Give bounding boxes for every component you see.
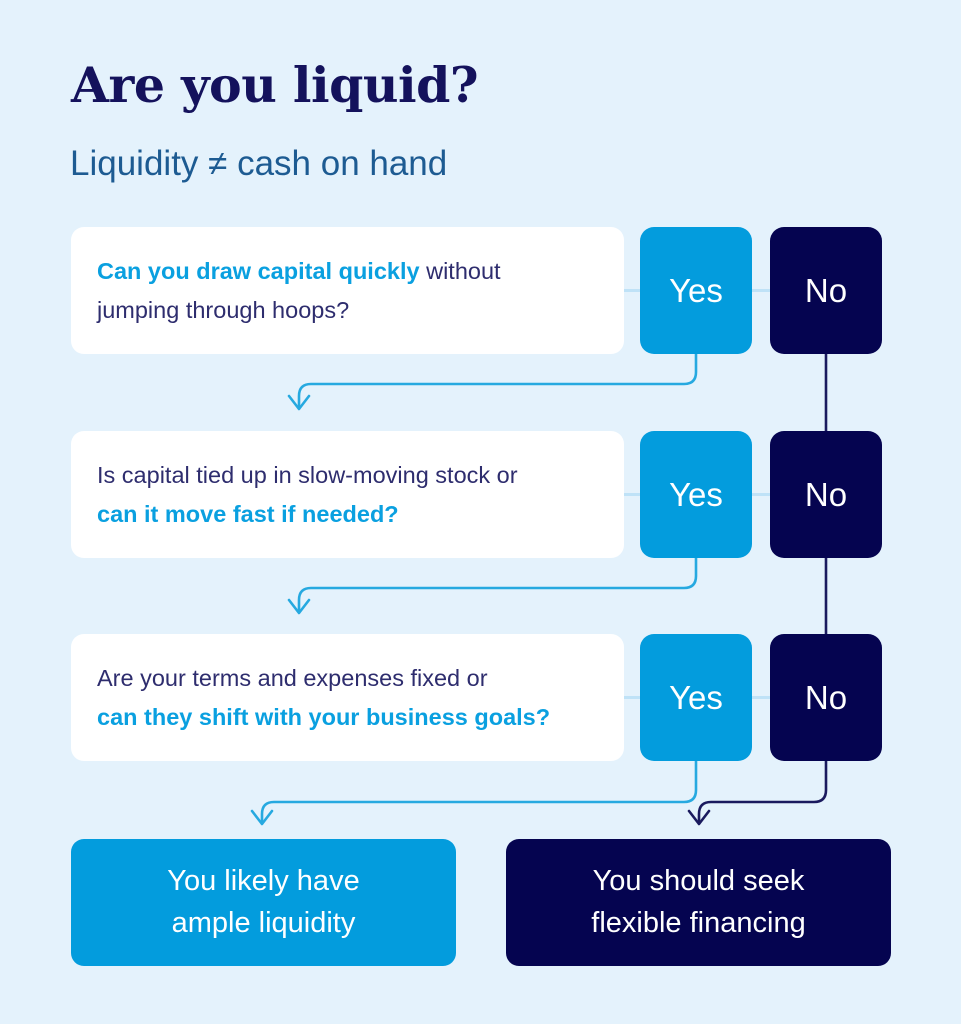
answer-yes-2-label: Yes: [669, 475, 723, 513]
outcome-ample-liquidity[interactable]: You likely have ample liquidity: [71, 839, 456, 966]
answer-no-1-label: No: [804, 271, 848, 309]
outcome-flexible-financing-line2: flexible financing: [591, 906, 806, 939]
outcome-flexible-financing[interactable]: You should seek flexible financing: [506, 839, 891, 966]
flow-row-1: Can you draw capital quickly without jum…: [0, 227, 961, 354]
question-text-1: Can you draw capital quickly without jum…: [97, 252, 501, 330]
connector-yes-row3: [250, 759, 698, 826]
question-text-3: Are your terms and expenses fixed or can…: [97, 659, 550, 737]
answer-yes-2[interactable]: Yes: [640, 431, 752, 558]
question-card-2: Is capital tied up in slow-moving stock …: [71, 431, 624, 558]
flow-row-3: Are your terms and expenses fixed or can…: [0, 634, 961, 761]
outcome-flexible-financing-line1: You should seek: [592, 865, 805, 898]
answer-no-1[interactable]: No: [770, 227, 882, 354]
outcome-ample-liquidity-line2: ample liquidity: [171, 906, 356, 939]
answer-no-2-label: No: [804, 475, 848, 513]
flow-row-2: Is capital tied up in slow-moving stock …: [0, 431, 961, 558]
question-card-1: Can you draw capital quickly without jum…: [71, 227, 624, 354]
question-card-3: Are your terms and expenses fixed or can…: [71, 634, 624, 761]
question-2-line2-highlight: can it move fast if needed?: [97, 500, 399, 527]
page-subtitle: Liquidity ≠ cash on hand: [70, 144, 448, 183]
question-2-line1: Is capital tied up in slow-moving stock …: [97, 461, 518, 488]
connector-yes-row1: [287, 352, 698, 411]
question-text-2: Is capital tied up in slow-moving stock …: [97, 456, 518, 534]
answer-no-2[interactable]: No: [770, 431, 882, 558]
answer-yes-3[interactable]: Yes: [640, 634, 752, 761]
outcome-ample-liquidity-line1: You likely have: [167, 865, 360, 898]
answer-yes-1[interactable]: Yes: [640, 227, 752, 354]
outcome-ample-liquidity-text: You likely have ample liquidity: [167, 861, 359, 943]
page-title: Are you liquid?: [71, 56, 479, 114]
question-1-line1-rest: without: [419, 257, 501, 284]
question-1-line1-highlight: Can you draw capital quickly: [97, 257, 420, 284]
answer-no-3-label: No: [804, 678, 848, 716]
question-1-line2: jumping through hoops?: [97, 296, 350, 323]
question-3-line1: Are your terms and expenses fixed or: [97, 664, 488, 691]
answer-yes-1-label: Yes: [669, 271, 723, 309]
outcome-flexible-financing-text: You should seek flexible financing: [591, 861, 805, 943]
connector-yes-row2: [287, 556, 698, 615]
question-3-line2-highlight: can they shift with your business goals?: [97, 703, 551, 730]
answer-yes-3-label: Yes: [669, 678, 723, 716]
answer-no-3[interactable]: No: [770, 634, 882, 761]
